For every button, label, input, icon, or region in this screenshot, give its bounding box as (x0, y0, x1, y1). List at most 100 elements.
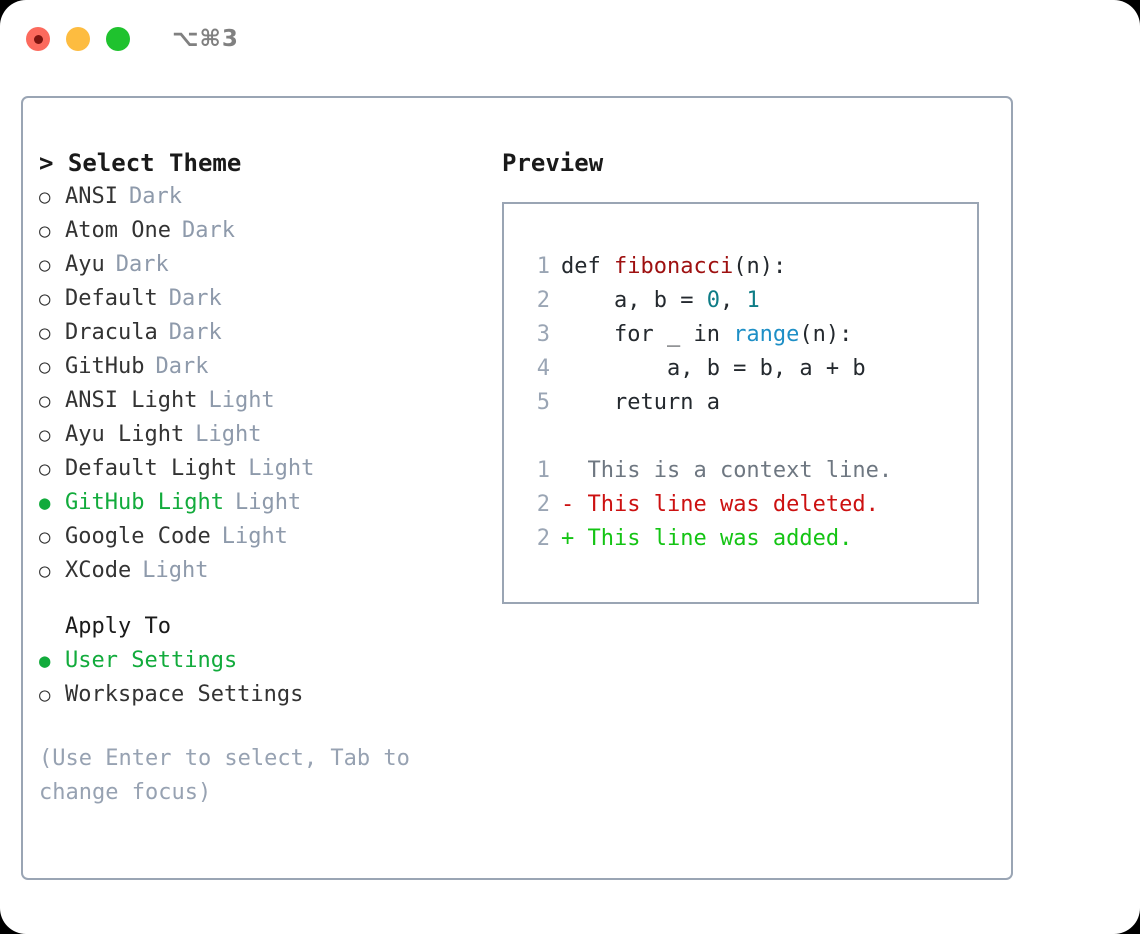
theme-name: Default Light (65, 456, 238, 481)
code-line: 5 return a (524, 386, 973, 420)
keyboard-shortcut-label: ⌥⌘3 (172, 26, 239, 52)
theme-category-tag: Dark (128, 184, 182, 209)
theme-name: XCode (65, 558, 132, 583)
code-text: return a (561, 386, 720, 420)
apply-to-label: User Settings (65, 648, 238, 673)
title-bar: ⌥⌘3 (0, 0, 1140, 78)
code-line: 4 a, b = b, a + b (524, 352, 973, 386)
theme-item-github-light[interactable]: ● GitHub Light Light (39, 486, 489, 520)
theme-category-tag: Dark (155, 354, 209, 379)
token-num: 0 (706, 288, 720, 313)
apply-to-item-workspace-settings[interactable]: ○ Workspace Settings (39, 678, 489, 712)
minimize-button[interactable] (66, 27, 90, 51)
token-call: range (733, 322, 800, 347)
theme-item-ansi-light[interactable]: ○ ANSI Light Light (39, 384, 489, 418)
theme-item-google-code[interactable]: ○ Google Code Light (39, 520, 489, 554)
theme-name: GitHub (65, 354, 145, 379)
line-number: 1 (536, 254, 550, 279)
radio-unselected-icon: ○ (39, 254, 51, 276)
token-plain: , (719, 288, 747, 313)
radio-selected-icon: ● (39, 650, 51, 672)
theme-category-tag: Dark (168, 320, 222, 345)
code-text: for _ in range(n): (561, 318, 852, 352)
theme-name: Atom One (65, 218, 171, 243)
line-number: 5 (536, 390, 550, 415)
radio-unselected-icon: ○ (39, 220, 51, 242)
theme-name: Google Code (65, 524, 211, 549)
apply-to-section: Apply To ● User Settings ○ Workspace Settin… (39, 610, 489, 712)
theme-category-tag: Light (248, 456, 315, 481)
radio-unselected-icon: ○ (39, 684, 51, 706)
diff-lines: 1 This is a context line.2- This line wa… (524, 454, 973, 556)
radio-unselected-icon: ○ (39, 424, 51, 446)
line-number: 4 (536, 356, 550, 381)
diff-text: This is a context line. (574, 458, 893, 483)
theme-category-tag: Light (195, 422, 262, 447)
theme-category-tag: Dark (181, 218, 235, 243)
radio-unselected-icon: ○ (39, 288, 51, 310)
token-plain: (n): (799, 322, 853, 347)
theme-item-xcode[interactable]: ○ XCode Light (39, 554, 489, 588)
radio-unselected-icon: ○ (39, 526, 51, 548)
line-number: 2 (536, 288, 550, 313)
theme-name: Dracula (65, 320, 158, 345)
apply-to-item-user-settings[interactable]: ● User Settings (39, 644, 489, 678)
theme-category-tag: Light (208, 388, 275, 413)
token-plain: for _ in (561, 322, 734, 347)
token-plain: a, b = b, a + b (561, 356, 866, 381)
theme-name: ANSI Light (65, 388, 198, 413)
apply-to-heading: Apply To (65, 614, 171, 639)
radio-unselected-icon: ○ (39, 390, 51, 412)
line-number: 2 (536, 492, 550, 517)
diff-text: This line was deleted. (574, 492, 879, 517)
theme-item-github[interactable]: ○ GitHub Dark (39, 350, 489, 384)
radio-selected-icon: ● (39, 492, 51, 514)
theme-category-tag: Light (234, 490, 302, 515)
theme-name: GitHub Light (65, 490, 224, 515)
maximize-button[interactable] (106, 27, 130, 51)
radio-unselected-icon: ○ (39, 356, 51, 378)
theme-item-default[interactable]: ○ Default Dark (39, 282, 489, 316)
close-icon (33, 34, 43, 44)
theme-category-tag: Dark (115, 252, 169, 277)
line-number: 1 (536, 458, 550, 483)
token-plain: a, b = (561, 288, 707, 313)
radio-unselected-icon: ○ (39, 560, 51, 582)
diff-sign (561, 454, 574, 488)
token-num: 1 (746, 288, 760, 313)
diff-sign: - (561, 492, 575, 517)
line-number: 2 (536, 526, 550, 551)
theme-category-tag: Light (142, 558, 209, 583)
theme-category-tag: Light (221, 524, 288, 549)
diff-sign: + (561, 526, 575, 551)
diff-line-del: 2- This line was deleted. (524, 488, 973, 522)
code-line: 3 for _ in range(n): (524, 318, 973, 352)
theme-item-atom-one[interactable]: ○ Atom One Dark (39, 214, 489, 248)
close-button[interactable] (26, 27, 50, 51)
diff-line-ctx: 1 This is a context line. (524, 454, 973, 488)
code-text: a, b = 0, 1 (561, 284, 760, 318)
code-text: def fibonacci(n): (561, 250, 786, 284)
token-fn: fibonacci (613, 254, 734, 279)
select-theme-heading: > Select Theme (39, 149, 242, 177)
theme-name: Default (65, 286, 158, 311)
apply-to-list[interactable]: ● User Settings ○ Workspace Settings (39, 644, 489, 712)
diff-line-add: 2 + This line was added. (524, 522, 973, 556)
apply-to-label: Workspace Settings (65, 682, 304, 707)
token-kw: def (561, 254, 614, 279)
diff-text: This line was added. (574, 526, 853, 551)
theme-category-tag: Dark (168, 286, 222, 311)
token-plain: return a (561, 390, 720, 415)
